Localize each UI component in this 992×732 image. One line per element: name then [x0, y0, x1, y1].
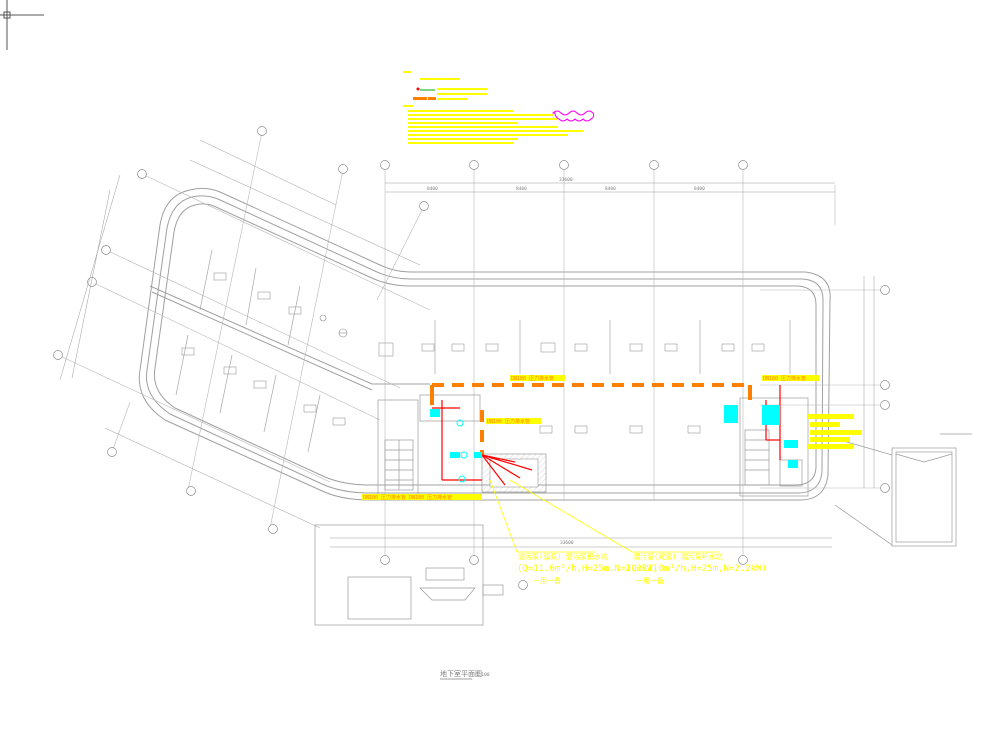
yellow-small-notes: DN100 压力排水管 DN100 压力排水管 DN100 压力排水管 DN10… — [362, 375, 862, 501]
pump-callout-a: 潜污泵(双泵) 潜污泵积水坑 (Q=11.0m³/h,H=25m,N=2.2kW… — [517, 552, 658, 585]
pipe-label-right: DN100 压力排水管 — [763, 375, 806, 382]
dim-bay-4: 8400 — [694, 186, 705, 192]
dimension-text: 33600 8400 8400 8400 8400 33600 — [427, 177, 705, 546]
dim-top-total: 33600 — [559, 177, 573, 183]
pump-b-qty: 一用一备 — [636, 576, 664, 585]
dim-bay-2: 8400 — [516, 186, 527, 192]
pump-a-spec: (Q=11.0m³/h,H=25m,N=2.2kW) — [517, 564, 658, 574]
grid-lines-orthogonal — [384, 165, 880, 560]
lower-annex — [314, 524, 504, 626]
pipe-label-mid: DN100 压力排水管 — [487, 418, 530, 425]
pump-a-title: 潜污泵(双泵) 潜污泵积水坑 — [518, 552, 608, 561]
interior-partitions — [175, 249, 791, 453]
dim-bottom-total: 33600 — [560, 540, 574, 546]
cyan-fixtures — [430, 405, 798, 483]
pipe-label-bottom: DN100 压力排水管 DN100 压力排水管 — [363, 494, 452, 501]
dim-bay-1: 8400 — [427, 186, 438, 192]
callout-leaders — [489, 479, 720, 553]
drawing-title: 地下室平面图 — [440, 669, 482, 678]
orange-drain-pipe — [432, 383, 752, 455]
sump-pit — [481, 453, 547, 493]
orange-drain-pipe-solid — [430, 385, 752, 405]
pipe-label-top: DN100 压力排水管 — [511, 375, 554, 382]
dim-bay-3: 8400 — [605, 186, 616, 192]
pump-b-title: 潜污泵(双泵) 潜污泵积水坑 — [633, 552, 723, 561]
dimension-lines — [59, 139, 875, 548]
pump-callout-b: 潜污泵(双泵) 潜污泵积水坑 (Q=11.0m³/h,H=25m,N=2.2kW… — [626, 552, 767, 585]
crosshair-cursor-icon — [0, 0, 44, 50]
pump-a-qty: 一用一备 — [533, 576, 561, 585]
room-tags — [181, 272, 765, 434]
pump-b-spec: (Q=11.0m³/h,H=25m,N=2.2kW) — [626, 564, 767, 574]
drawing-title-block: 地下室平面图 1:100 — [440, 669, 490, 680]
grid-bubbles — [53, 126, 890, 590]
grid-lines-rotated — [57, 131, 431, 529]
misc-symbols — [319, 314, 348, 338]
right-annex — [834, 433, 972, 547]
legend-block — [403, 71, 595, 144]
stair-core-left — [377, 394, 481, 497]
drawing-scale: 1:100 — [476, 672, 490, 678]
